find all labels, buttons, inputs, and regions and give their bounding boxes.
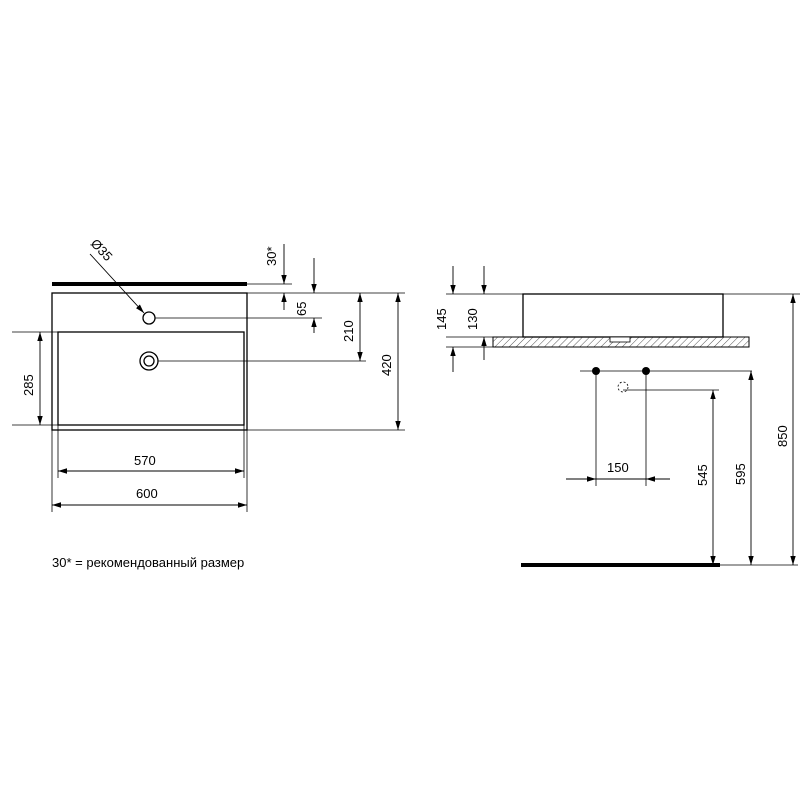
- dim-545-label: 545: [695, 464, 710, 486]
- footnote: 30* = рекомендованный размер: [52, 555, 244, 570]
- basin-outline: [51, 292, 248, 431]
- drain-outer: [139, 351, 159, 371]
- dim-600-label: 600: [136, 486, 158, 501]
- dim-30-label: 30*: [264, 246, 279, 266]
- drain-outlet: [609, 336, 631, 343]
- dim-595-label: 595: [733, 463, 748, 485]
- tap-hole: [142, 311, 156, 325]
- dim-285-label: 285: [21, 374, 36, 396]
- dim-420-label: 420: [379, 354, 394, 376]
- dim-150-label: 150: [607, 460, 629, 475]
- dim-850-label: 850: [775, 425, 790, 447]
- diameter-leader: [89, 253, 145, 314]
- dim-570-label: 570: [134, 453, 156, 468]
- drain-point: [617, 381, 629, 393]
- dim-210-label: 210: [341, 320, 356, 342]
- side-view: 145 130 150 545 595 850: [434, 266, 800, 567]
- dim-145-label: 145: [434, 308, 449, 330]
- dim-130-label: 130: [465, 308, 480, 330]
- basin-bowl: [57, 331, 245, 426]
- top-view: Ø35 30* 65 210 420 285 570: [12, 236, 405, 512]
- drain-inner: [143, 355, 155, 367]
- dim-65-label: 65: [294, 302, 309, 316]
- diameter-label: Ø35: [88, 236, 116, 264]
- side-basin: [522, 293, 724, 338]
